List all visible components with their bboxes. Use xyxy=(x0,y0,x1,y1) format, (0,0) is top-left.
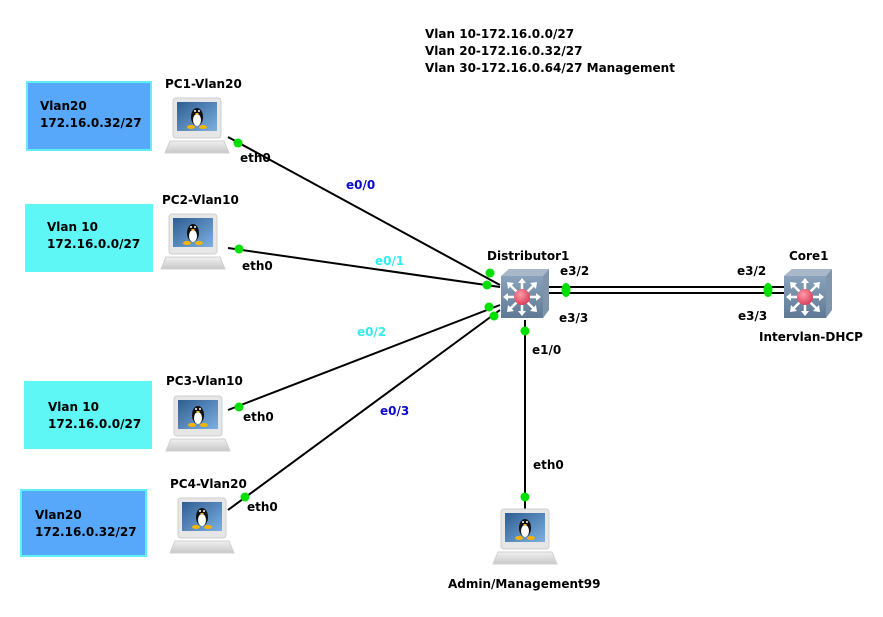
iface-label-distributor-e0-2: e0/2 xyxy=(357,325,387,339)
linux-pc-icon xyxy=(158,213,228,277)
note-subnet: 172.16.0.0/27 xyxy=(47,237,141,251)
multilayer-switch-icon xyxy=(782,269,834,324)
linux-pc-icon xyxy=(163,395,233,459)
iface-label-distributor-e3-2: e3/2 xyxy=(560,264,590,278)
link-dot-d-e03 xyxy=(489,311,499,321)
iface-label-distributor-e1-0: e1/0 xyxy=(532,343,562,357)
link-pc3-distributor[interactable] xyxy=(227,304,501,411)
iface-label-distributor-e0-0: e0/0 xyxy=(346,178,376,192)
iface-label-admin-eth0: eth0 xyxy=(533,458,564,472)
vlan-legend: Vlan 10-172.16.0.0/27 Vlan 20-172.16.0.3… xyxy=(425,26,675,77)
note-vlan10-pc2[interactable]: Vlan 10 172.16.0.0/27 xyxy=(25,204,153,272)
link-dot-d-e3x xyxy=(561,283,571,297)
iface-label-core-e3-2: e3/2 xyxy=(737,264,767,278)
iface-label-distributor-e3-3: e3/3 xyxy=(559,311,589,325)
note-title: Vlan20 xyxy=(35,508,82,522)
node-core[interactable] xyxy=(782,268,834,320)
iface-label-core-e3-3: e3/3 xyxy=(738,309,768,323)
note-title: Vlan 10 xyxy=(47,220,98,234)
iface-label-pc1-eth0: eth0 xyxy=(240,151,271,165)
node-label-admin[interactable]: Admin/Management99 xyxy=(448,577,601,591)
iface-label-pc3-eth0: eth0 xyxy=(243,410,274,424)
iface-label-pc2-eth0: eth0 xyxy=(242,259,273,273)
link-dot-pc4 xyxy=(240,492,250,502)
node-label-core[interactable]: Core1 xyxy=(789,249,829,263)
node-label-pc1[interactable]: PC1-Vlan20 xyxy=(165,77,242,91)
link-dot-d-e10 xyxy=(520,326,530,336)
note-vlan10-pc3[interactable]: Vlan 10 172.16.0.0/27 xyxy=(24,381,152,449)
note-subnet: 172.16.0.32/27 xyxy=(40,116,142,130)
iface-label-distributor-e0-1: e0/1 xyxy=(375,254,405,268)
node-label-distributor[interactable]: Distributor1 xyxy=(487,249,570,263)
linux-pc-icon xyxy=(162,97,232,161)
link-dot-pc3 xyxy=(234,402,244,412)
node-pc1[interactable] xyxy=(162,97,232,157)
linux-pc-icon xyxy=(490,508,560,572)
node-pc4[interactable] xyxy=(167,497,237,557)
iface-label-pc4-eth0: eth0 xyxy=(247,500,278,514)
vlan-legend-line: Vlan 10-172.16.0.0/27 xyxy=(425,27,575,41)
note-vlan20-pc1[interactable]: Vlan20 172.16.0.32/27 xyxy=(26,81,152,151)
link-pc1-distributor[interactable] xyxy=(227,136,501,286)
link-pc2-distributor[interactable] xyxy=(227,247,501,288)
note-title: Vlan20 xyxy=(40,99,87,113)
node-admin[interactable] xyxy=(490,508,560,568)
vlan-legend-line: Vlan 20-172.16.0.32/27 xyxy=(425,44,583,58)
linux-pc-icon xyxy=(167,497,237,561)
link-dot-c-e3x xyxy=(763,283,773,297)
link-dot-admin xyxy=(520,492,530,502)
note-subnet: 172.16.0.32/27 xyxy=(35,525,137,539)
multilayer-switch-icon xyxy=(499,269,551,324)
link-dot-d-e00 xyxy=(485,268,495,278)
node-label-pc2[interactable]: PC2-Vlan10 xyxy=(162,193,239,207)
link-dot-d-e02 xyxy=(484,302,494,312)
node-distributor[interactable] xyxy=(499,268,551,320)
node-pc2[interactable] xyxy=(158,213,228,273)
node-pc3[interactable] xyxy=(163,395,233,455)
link-dot-pc2 xyxy=(234,244,244,254)
note-subnet: 172.16.0.0/27 xyxy=(48,417,142,431)
node-sublabel-core: Intervlan-DHCP xyxy=(759,330,863,344)
note-vlan20-pc4[interactable]: Vlan20 172.16.0.32/27 xyxy=(20,489,147,557)
link-dot-pc1 xyxy=(233,138,243,148)
iface-label-distributor-e0-3: e0/3 xyxy=(380,404,410,418)
node-label-pc4[interactable]: PC4-Vlan20 xyxy=(170,477,247,491)
node-label-pc3[interactable]: PC3-Vlan10 xyxy=(166,374,243,388)
vlan-legend-line: Vlan 30-172.16.0.64/27 Management xyxy=(425,61,675,75)
note-title: Vlan 10 xyxy=(48,400,99,414)
link-pc4-distributor[interactable] xyxy=(227,309,501,511)
link-dot-d-e01 xyxy=(482,280,492,290)
